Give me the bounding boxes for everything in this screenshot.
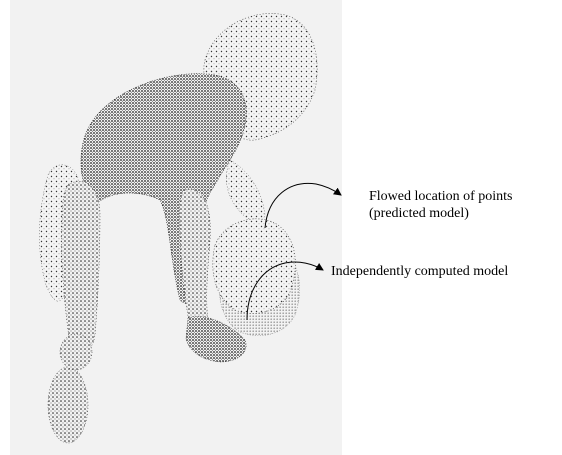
flowed-label-line1: Flowed location of points [369,188,513,205]
independent-model-label: Independently computed model [331,263,508,280]
independent-arrow [247,262,323,320]
flowed-label-line2: (predicted model) [369,205,513,222]
flowed-location-label: Flowed location of points (predicted mod… [369,188,513,222]
flowed-arrow [265,183,341,228]
